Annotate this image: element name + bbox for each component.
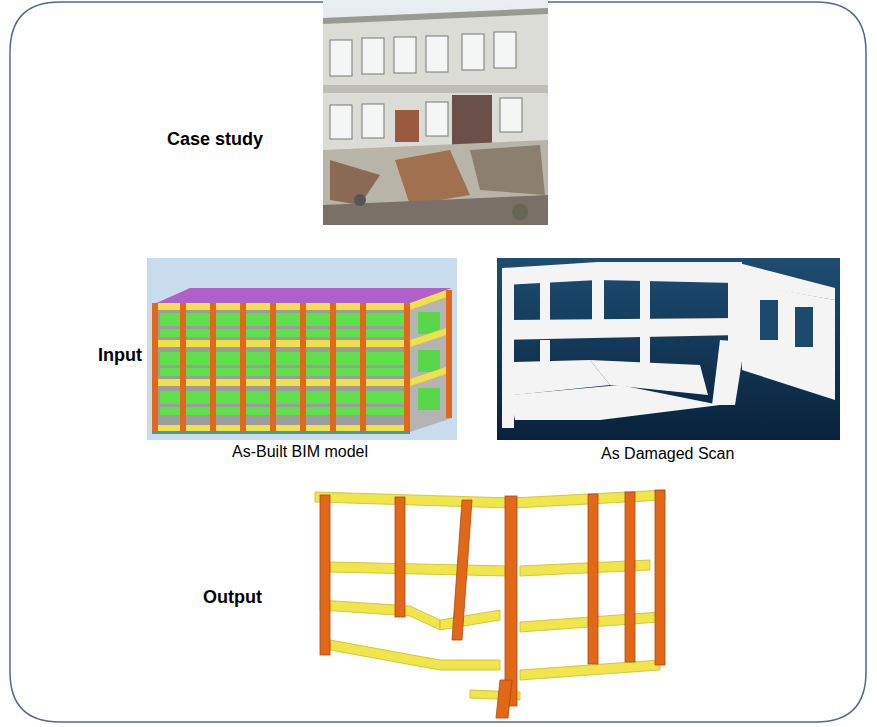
outer-frame [10, 2, 866, 722]
damaged-scan-render [497, 258, 840, 440]
bim-model-render [147, 258, 457, 440]
section-label: Output [203, 587, 262, 609]
damaged-building-photo [323, 0, 548, 225]
section-label: Case study [167, 129, 263, 151]
section-label: Input [98, 345, 142, 367]
output-frame-model [315, 490, 665, 718]
figure-caption: As-Built BIM model [232, 442, 368, 461]
figure-caption: As Damaged Scan [601, 444, 734, 463]
